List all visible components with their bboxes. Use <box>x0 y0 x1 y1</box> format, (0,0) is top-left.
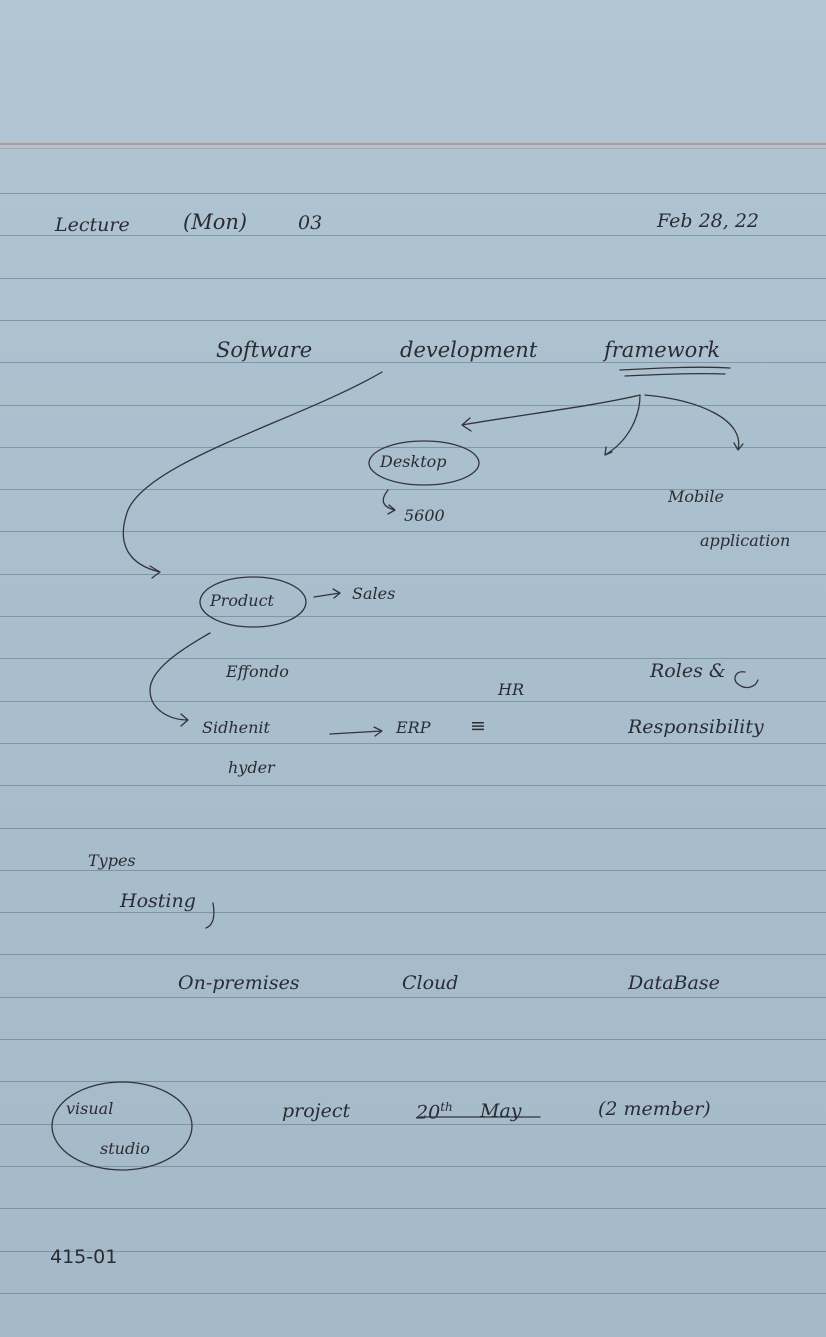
ruled-line <box>0 193 826 194</box>
equivalence-sign: ≡ <box>470 715 486 737</box>
desktop-sub-arrow <box>382 489 396 515</box>
roles-label: Roles & <box>650 660 726 682</box>
ruled-line <box>0 574 826 575</box>
ruled-line <box>0 1251 826 1252</box>
project-date: 20th <box>416 1100 453 1123</box>
ruled-line <box>0 616 826 617</box>
ruled-line <box>0 701 826 702</box>
mobile-label: Mobile <box>668 487 724 506</box>
arrow-to-middle <box>604 394 641 456</box>
hr-label: HR <box>498 680 524 699</box>
person-two-surname: hyder <box>228 758 275 777</box>
title-development: development <box>400 338 538 362</box>
room-number: 415-01 <box>50 1246 118 1268</box>
database-label: DataBase <box>628 972 720 994</box>
cloud-label: Cloud <box>402 972 459 994</box>
lecture-day: (Mon) <box>183 210 248 234</box>
ruled-line <box>0 1124 826 1125</box>
framework-underline-2 <box>624 372 726 377</box>
sales-label: Sales <box>352 584 396 603</box>
product-label: Product <box>210 591 274 610</box>
ruled-line <box>0 1081 826 1082</box>
ruled-line <box>0 658 826 659</box>
ruled-line <box>0 531 826 532</box>
ruled-line <box>0 278 826 279</box>
desktop-circle <box>368 440 480 486</box>
project-label: project <box>282 1100 351 1122</box>
roles-ampersand <box>734 671 759 689</box>
lecture-number: 03 <box>298 212 323 234</box>
desktop-sub-label: 5600 <box>404 506 445 525</box>
person-one: Effondo <box>226 662 289 681</box>
ruled-line <box>0 743 826 744</box>
ruled-line <box>0 785 826 786</box>
arrow-to-mobile <box>644 394 744 451</box>
product-to-persons-curve <box>149 632 211 727</box>
on-premises-label: On-premises <box>178 972 300 994</box>
ruled-line <box>0 954 826 955</box>
product-circle <box>199 576 307 628</box>
ruled-line <box>0 320 826 321</box>
product-to-sales-arrow <box>313 588 341 599</box>
ruled-line <box>0 828 826 829</box>
lecture-label: Lecture <box>55 214 130 236</box>
framework-underline <box>619 366 731 371</box>
visual-label: visual <box>66 1099 114 1118</box>
types-label: Types <box>88 851 136 870</box>
title-software: Software <box>216 338 313 362</box>
desktop-label: Desktop <box>380 452 447 471</box>
ruled-line <box>0 1208 826 1209</box>
to-erp-arrow <box>329 726 383 737</box>
ruled-line <box>0 997 826 998</box>
ruled-line <box>0 362 826 363</box>
ruled-line <box>0 1293 826 1294</box>
hosting-heading: Hosting <box>120 890 196 912</box>
project-date-suffix: th <box>440 1100 453 1114</box>
erp-label: ERP <box>396 718 431 737</box>
person-two: Sidhenit <box>202 718 270 737</box>
ruled-line <box>0 447 826 448</box>
hosting-tail <box>205 902 215 929</box>
ruled-line <box>0 1166 826 1167</box>
project-month: May <box>480 1100 522 1122</box>
members-label: (2 member) <box>598 1098 711 1120</box>
title-framework: framework <box>604 338 721 362</box>
ruled-line <box>0 912 826 913</box>
top-margin-line <box>0 143 826 145</box>
ruled-line <box>0 1039 826 1040</box>
software-to-product-curve <box>122 371 383 579</box>
ruled-line <box>0 235 826 236</box>
studio-label: studio <box>100 1139 150 1158</box>
ruled-line <box>0 489 826 490</box>
ruled-line <box>0 870 826 871</box>
ruled-line <box>0 405 826 406</box>
mobile-application-label: application <box>700 531 791 550</box>
responsibility-label: Responsibility <box>628 716 764 738</box>
project-date-day: 20 <box>416 1101 441 1124</box>
visual-studio-circle <box>51 1081 193 1171</box>
arrow-to-desktop <box>461 394 641 432</box>
top-margin-line-secondary <box>0 148 826 149</box>
lecture-date: Feb 28, 22 <box>657 210 760 232</box>
